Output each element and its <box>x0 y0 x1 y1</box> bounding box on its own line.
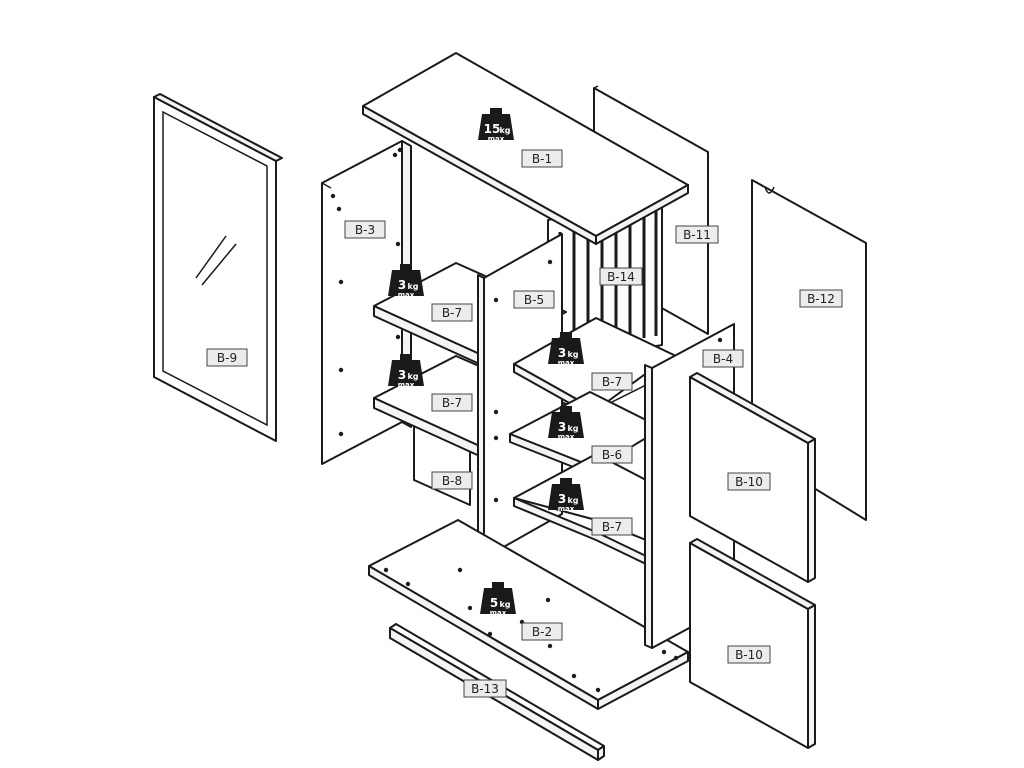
label-b7: B-7 <box>431 303 473 322</box>
label-b5: B-5 <box>513 290 555 309</box>
weight-unit: kg <box>567 424 578 433</box>
label-text: B-13 <box>471 682 499 696</box>
label-b7: B-7 <box>591 517 633 536</box>
label-b9: B-9 <box>206 348 248 367</box>
label-b1: B-1 <box>521 149 563 168</box>
weight-icon: 3 kg max <box>548 406 584 441</box>
weight-icon: 3 kg max <box>548 478 584 513</box>
weight-icon: 3 kg max <box>388 264 424 299</box>
weight-note: max <box>398 381 415 389</box>
weight-unit: kg <box>407 372 418 381</box>
label-b2: B-2 <box>521 622 563 641</box>
weight-icon: 15 kg max <box>478 108 514 143</box>
weight-icon: 5 kg max <box>480 582 516 617</box>
label-text: B-12 <box>807 292 835 306</box>
weight-note: max <box>490 609 507 617</box>
weight-value: 15 <box>484 122 501 136</box>
weight-unit: kg <box>567 350 578 359</box>
label-text: B-2 <box>532 625 552 639</box>
label-text: B-6 <box>602 448 622 462</box>
label-b7: B-7 <box>591 372 633 391</box>
weight-unit: kg <box>499 126 510 135</box>
label-text: B-7 <box>442 306 462 320</box>
label-b4: B-4 <box>702 349 744 368</box>
weight-note: max <box>488 135 505 143</box>
label-b13: B-13 <box>463 679 507 698</box>
label-text: B-8 <box>442 474 462 488</box>
weight-unit: kg <box>407 282 418 291</box>
label-text: B-10 <box>735 475 763 489</box>
label-b11: B-11 <box>675 225 719 244</box>
label-text: B-10 <box>735 648 763 662</box>
weight-note: max <box>558 505 575 513</box>
label-text: B-7 <box>442 396 462 410</box>
weight-unit: kg <box>499 600 510 609</box>
label-b7: B-7 <box>431 393 473 412</box>
weight-value: 3 <box>558 492 566 506</box>
part-b1-top <box>362 52 689 245</box>
weight-note: max <box>558 359 575 367</box>
part-b2-bottom <box>368 519 689 710</box>
label-text: B-5 <box>524 293 544 307</box>
weight-note: max <box>558 433 575 441</box>
label-text: B-3 <box>355 223 375 237</box>
label-text: B-4 <box>713 352 733 366</box>
weight-value: 3 <box>558 346 566 360</box>
label-text: B-7 <box>602 375 622 389</box>
label-b6: B-6 <box>591 445 633 464</box>
label-b12: B-12 <box>799 289 843 308</box>
weight-value: 3 <box>398 278 406 292</box>
weight-value: 3 <box>398 368 406 382</box>
weight-unit: kg <box>567 496 578 505</box>
label-text: B-7 <box>602 520 622 534</box>
weight-note: max <box>398 291 415 299</box>
label-text: B-9 <box>217 351 237 365</box>
weight-icon: 3 kg max <box>548 332 584 367</box>
label-text: B-11 <box>683 228 711 242</box>
part-b9-glass-door <box>153 93 283 442</box>
weight-value: 3 <box>558 420 566 434</box>
label-b10: B-10 <box>727 472 771 491</box>
label-b8: B-8 <box>431 471 473 490</box>
label-text: B-1 <box>532 152 552 166</box>
weight-icon: 3 kg max <box>388 354 424 389</box>
label-b10: B-10 <box>727 645 771 664</box>
label-b14: B-14 <box>599 267 643 286</box>
weight-value: 5 <box>490 596 498 610</box>
label-b3: B-3 <box>344 220 386 239</box>
label-text: B-14 <box>607 270 635 284</box>
